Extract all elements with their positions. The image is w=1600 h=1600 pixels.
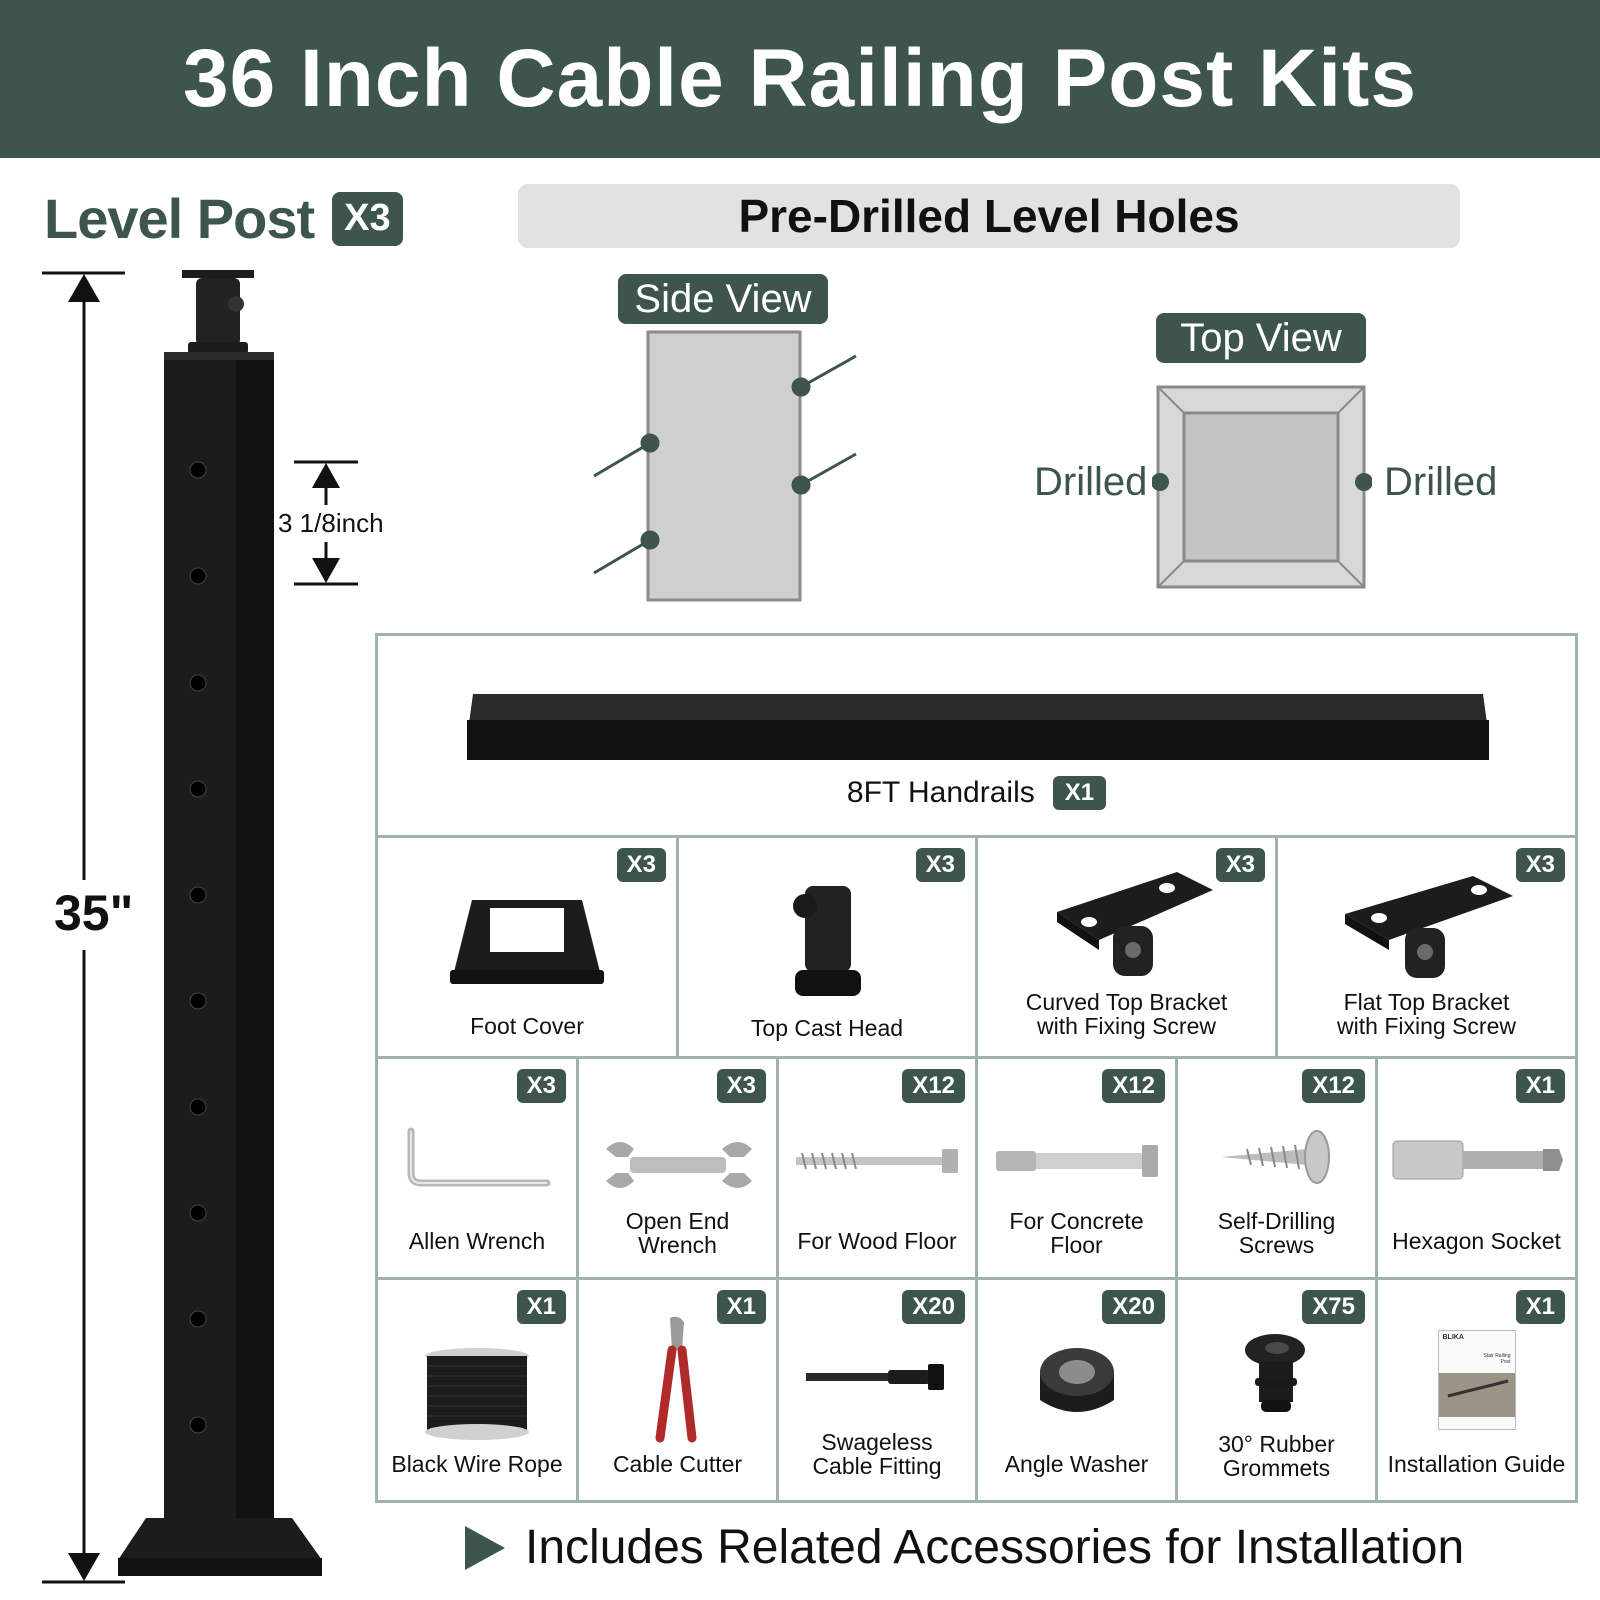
divider	[1375, 1056, 1378, 1500]
flat-bracket-icon	[1344, 876, 1513, 978]
angle-washer-cell: X20 Angle Washer	[978, 1280, 1175, 1500]
item-label: Top Cast Head	[750, 1015, 904, 1041]
open-end-wrench-icon	[605, 1142, 752, 1188]
divider	[576, 1056, 579, 1500]
side-view-diagram	[593, 330, 857, 602]
grommet-icon	[1244, 1334, 1305, 1412]
curved-bracket-icon	[1056, 872, 1213, 976]
qty-badge: X12	[1302, 1069, 1365, 1103]
item-label: Flat Top Bracket with Fixing Screw	[1337, 989, 1516, 1039]
qty-badge: X12	[1102, 1069, 1165, 1103]
cable-fitting-icon	[806, 1364, 944, 1390]
flat-bracket-cell: X3 Flat Top Bracket with Fixing Screw	[1278, 838, 1575, 1056]
qty-badge: X20	[902, 1290, 965, 1324]
qty-badge: X3	[1215, 848, 1265, 882]
divider	[776, 1056, 779, 1500]
handrail-caption: 8FT Handrails X1	[378, 776, 1575, 810]
qty-badge: X3	[616, 848, 666, 882]
self-drilling-screw-icon	[1220, 1130, 1330, 1184]
handrail-cell: 8FT Handrails X1	[378, 636, 1575, 835]
side-view-label: Side View	[618, 274, 828, 324]
top-view-label: Top View	[1156, 313, 1366, 363]
item-label: Hexagon Socket	[1392, 1228, 1561, 1254]
top-cast-head-icon	[793, 886, 861, 996]
drilled-right-label: Drilled	[1384, 460, 1498, 504]
drilled-left-label: Drilled	[1034, 460, 1148, 504]
concrete-floor-anchor-cell: X12 For Concrete Floor	[978, 1059, 1175, 1277]
divider	[975, 1056, 978, 1500]
item-label: Swageless Cable Fitting	[812, 1429, 942, 1479]
divider	[975, 835, 978, 1057]
handrail-qty-badge: X1	[1052, 776, 1107, 810]
page-title: 36 Inch Cable Railing Post Kits	[183, 33, 1417, 124]
kit-contents-panel: 8FT Handrails X1 X3 Foot Cover X3 Top Ca…	[375, 633, 1578, 1503]
installation-guide-cell: X1 BLIKA Stair Railing Post Installation…	[1378, 1280, 1575, 1500]
self-drilling-screw-cell: X12 Self-Drilling Screws	[1178, 1059, 1375, 1277]
handrail-icon	[467, 694, 1489, 760]
item-label: Cable Cutter	[612, 1451, 743, 1477]
item-label: Black Wire Rope	[391, 1451, 563, 1477]
item-label: Foot Cover	[470, 1013, 584, 1039]
open-end-wrench-cell: X3 Open End Wrench	[579, 1059, 776, 1277]
item-label: For Wood Floor	[797, 1228, 957, 1254]
hole-spacing-label: 3 1/8inch	[278, 508, 384, 539]
item-label: Installation Guide	[1387, 1451, 1566, 1477]
foot-cover-icon	[450, 900, 604, 984]
guide-title: Stair Railing Post	[1483, 1353, 1511, 1365]
divider	[676, 835, 679, 1057]
wood-floor-screw-cell: X12 For Wood Floor	[779, 1059, 975, 1277]
guide-brand: BLIKA	[1442, 1334, 1464, 1341]
allen-wrench-icon	[407, 1127, 551, 1187]
cable-cutter-cell: X1 Cable Cutter	[579, 1280, 776, 1500]
divider	[1275, 835, 1278, 1057]
qty-badge: X12	[902, 1069, 965, 1103]
guide-icon: BLIKA Stair Railing Post	[1437, 1330, 1516, 1430]
allen-wrench-cell: X3 Allen Wrench	[378, 1059, 576, 1277]
cable-fitting-cell: X20 Swageless Cable Fitting	[779, 1280, 975, 1500]
qty-badge: X75	[1302, 1290, 1365, 1324]
rubber-grommet-cell: X75 30° Rubber Grommets	[1178, 1280, 1375, 1500]
foot-cover-cell: X3 Foot Cover	[378, 838, 676, 1056]
qty-badge: X20	[1102, 1290, 1165, 1324]
level-post-heading: Level Post X3	[44, 186, 403, 251]
play-arrow-icon	[465, 1525, 505, 1570]
hex-socket-cell: X1 Hexagon Socket	[1378, 1059, 1575, 1277]
item-label: Angle Washer	[1004, 1451, 1149, 1477]
qty-badge: X1	[516, 1290, 566, 1324]
item-label: 30° Rubber Grommets	[1218, 1431, 1335, 1481]
level-post-qty-badge: X3	[332, 191, 403, 246]
qty-badge: X3	[516, 1069, 566, 1103]
wire-rope-cell: X1 Black Wire Rope	[378, 1280, 576, 1500]
item-label: Curved Top Bracket with Fixing Screw	[1025, 989, 1228, 1039]
qty-badge: X3	[1515, 848, 1565, 882]
divider	[1175, 1056, 1178, 1500]
item-label: Self-Drilling Screws	[1217, 1208, 1336, 1258]
level-post-label: Level Post	[44, 187, 315, 250]
item-label: Allen Wrench	[408, 1228, 546, 1254]
qty-badge: X1	[1515, 1069, 1565, 1103]
hex-socket-icon	[1392, 1140, 1563, 1180]
angle-washer-icon	[1039, 1348, 1114, 1412]
qty-badge: X3	[716, 1069, 766, 1103]
header-banner: 36 Inch Cable Railing Post Kits	[0, 0, 1600, 158]
item-label: Open End Wrench	[625, 1208, 730, 1258]
level-post-illustration: 35" 3 1/8inch	[0, 260, 420, 1600]
item-label: For Concrete Floor	[1009, 1208, 1144, 1258]
anchor-bolt-icon	[995, 1145, 1158, 1177]
predrilled-heading: Pre-Drilled Level Holes	[518, 184, 1460, 248]
wire-rope-icon	[425, 1348, 529, 1440]
post-height-label: 35"	[54, 880, 134, 946]
footer-text: Includes Related Accessories for Install…	[525, 1521, 1465, 1574]
lag-screw-icon	[796, 1149, 958, 1173]
top-view-diagram	[1152, 385, 1372, 589]
top-cast-head-cell: X3 Top Cast Head	[679, 838, 975, 1056]
footer-note: Includes Related Accessories for Install…	[463, 1520, 1464, 1575]
qty-badge: X1	[1515, 1290, 1565, 1324]
curved-bracket-cell: X3 Curved Top Bracket with Fixing Screw	[978, 838, 1275, 1056]
qty-badge: X3	[915, 848, 965, 882]
cable-cutter-icon	[655, 1316, 696, 1443]
handrail-label: 8FT Handrails	[846, 776, 1035, 809]
post-drawing	[42, 270, 358, 1584]
qty-badge: X1	[716, 1290, 766, 1324]
